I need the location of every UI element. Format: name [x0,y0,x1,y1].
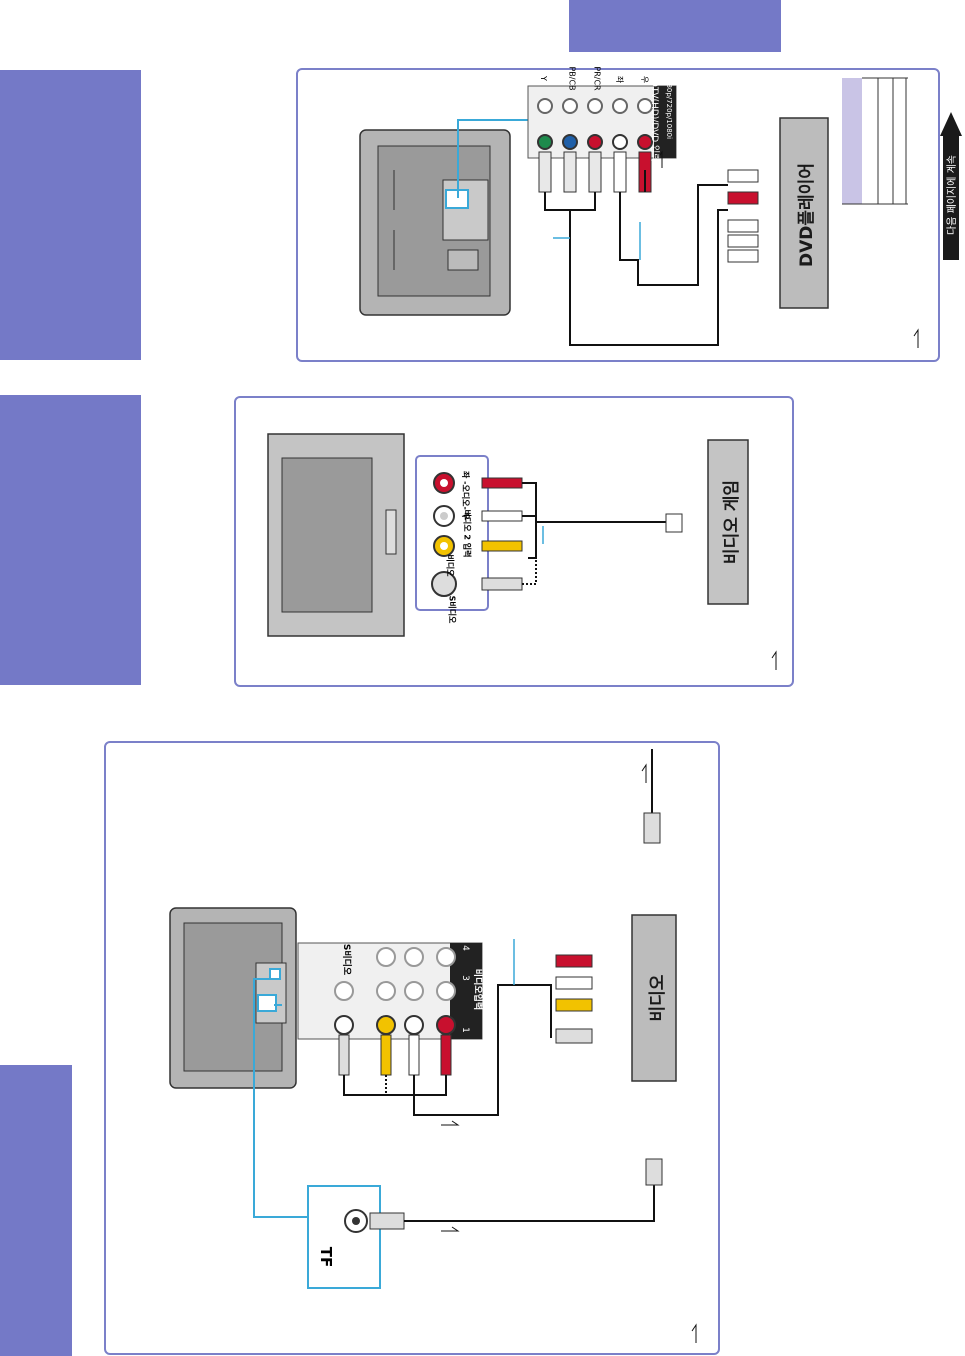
vcr-diagram [169,749,697,1343]
label-y: Y [538,76,548,81]
panel-vcr-connection: S비디오 비디오입력 1 3 4 비디오 TF [104,741,720,1355]
component-jacks [537,98,653,150]
up-arrow-icon [940,112,962,260]
antenna-label: TF [317,1246,336,1268]
dvd-diagram [359,77,919,348]
port-number-1: 1 [459,1027,470,1033]
video-game-diagram [267,433,777,670]
dvd-player-label: DVD플레이어 [797,163,817,267]
panel-video-game-connection: S비디오 비디오 비디오 2 입력 좌 -오디오- 우 비디오 게임 [234,396,794,687]
s-video-label: S비디오 [447,595,457,624]
dvd-input-header: DTV(HD)/DVD 입력 [649,80,659,162]
s-video-label-2: S비디오 [341,943,352,976]
audio-lr-label: 좌 -오디오- 우 [461,470,471,521]
top-banner [569,0,781,52]
port-number-4: 4 [459,945,470,951]
video2-label-a: 비디오 [445,554,455,577]
panel-dvd-connection: DTV(HD)/DVD 입력 480p/720p/1080i Y PB/CB P… [296,66,940,362]
video-device-label: 비디오 [648,974,668,1022]
section-tab-2 [0,395,141,685]
label-right: 우 [640,75,650,84]
next-page-indicator: 다음 페이지에 계속 [940,112,962,262]
label-pr-cr: PR/CR [592,66,602,91]
video-output-label: 비디오입력 [472,968,483,1011]
section-tab-1 [0,70,141,360]
section-tab-3 [0,1065,72,1356]
port-number-3: 3 [459,975,470,981]
next-page-label: 다음 페이지에 계속 [947,155,958,235]
label-left: 좌 [615,75,625,84]
label-pb-cb: PB/CB [567,66,577,91]
video-game-label: 비디오 게임 [722,479,742,565]
tv-rear-view [359,129,511,316]
dvd-input-sub: 480p/720p/1080i [665,79,673,140]
